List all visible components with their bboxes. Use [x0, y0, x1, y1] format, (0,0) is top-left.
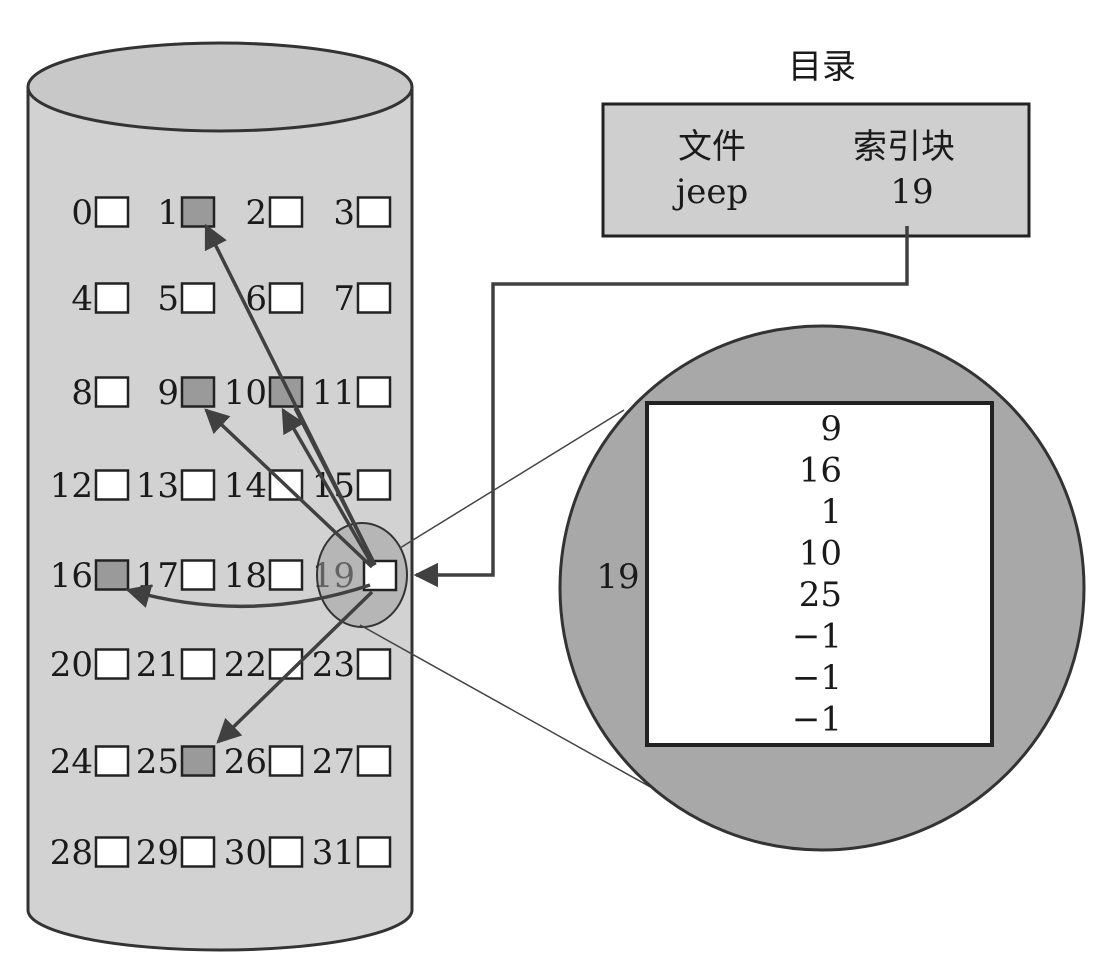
index-entry-0: 9: [820, 409, 842, 449]
block-label-7: 7: [333, 279, 355, 319]
index-entry-4: 25: [799, 575, 842, 615]
block-label-22: 22: [224, 645, 267, 685]
free-block-23: [356, 648, 392, 680]
directory-to-index-arrow: [413, 226, 909, 588]
index-block-highlight-circle: [316, 522, 408, 628]
arrow-to-block-10: [281, 407, 375, 567]
directory-col-file: 文件: [678, 127, 746, 167]
disk-blocks: 0123456789101112131415161718192021222324…: [50, 193, 392, 873]
index-entry-6: −1: [792, 658, 842, 698]
block-label-3: 3: [333, 193, 355, 233]
index-entry-1: 16: [799, 451, 842, 491]
block-label-11: 11: [312, 373, 355, 413]
directory-col-index-block: 索引块: [853, 127, 955, 167]
block-label-6: 6: [245, 279, 267, 319]
free-block-8: [94, 376, 130, 408]
free-block-24: [94, 745, 130, 777]
block-label-14: 14: [224, 466, 267, 506]
arrow-to-block-25: [216, 590, 374, 744]
free-block-18: [268, 559, 304, 591]
zoom-guide-upper: [399, 409, 625, 549]
free-block-4: [94, 282, 130, 314]
free-block-20: [94, 648, 130, 680]
arrow-to-block-9: [204, 408, 374, 569]
used-block-25: [180, 745, 216, 777]
block-label-30: 30: [224, 833, 267, 873]
free-block-29: [180, 836, 216, 868]
arrow-to-block-11-area: [293, 407, 377, 566]
block-label-0: 0: [71, 193, 93, 233]
block-label-16: 16: [50, 556, 93, 596]
index-entry-3: 10: [799, 534, 842, 574]
used-block-16: [94, 559, 130, 591]
used-block-10: [268, 376, 304, 408]
block-label-24: 24: [50, 742, 93, 782]
directory-index-value: 19: [890, 172, 933, 212]
block-label-23: 23: [312, 645, 355, 685]
free-block-12: [94, 469, 130, 501]
block-label-9: 9: [157, 373, 179, 413]
cylinder-top: [26, 41, 414, 133]
block-label-18: 18: [224, 556, 267, 596]
block-label-29: 29: [136, 833, 179, 873]
zoom-block-label: 19: [596, 557, 639, 597]
block-label-21: 21: [136, 645, 179, 685]
free-block-13: [180, 469, 216, 501]
block-label-2: 2: [245, 193, 267, 233]
free-block-17: [180, 559, 216, 591]
index-block-table: [645, 401, 994, 747]
directory-box: [601, 102, 1031, 238]
free-block-31: [356, 836, 392, 868]
block-label-20: 20: [50, 645, 93, 685]
free-block-27: [356, 745, 392, 777]
block-label-17: 17: [136, 556, 179, 596]
free-block-15: [356, 469, 392, 501]
block-label-31: 31: [312, 833, 355, 873]
block-label-5: 5: [157, 279, 179, 319]
block-label-12: 12: [50, 466, 93, 506]
free-block-30: [268, 836, 304, 868]
block-label-4: 4: [71, 279, 93, 319]
pointer-arrows: [125, 223, 377, 744]
index-entry-2: 1: [820, 492, 842, 532]
index-entry-5: −1: [792, 617, 842, 657]
block-label-26: 26: [224, 742, 267, 782]
directory-title: 目录: [788, 47, 856, 87]
block-label-13: 13: [136, 466, 179, 506]
free-block-2: [268, 196, 304, 228]
arrow-to-block-16: [125, 583, 371, 609]
directory-file-name: jeep: [672, 172, 749, 212]
free-block-5: [180, 282, 216, 314]
block-label-10: 10: [224, 373, 267, 413]
free-block-3: [356, 196, 392, 228]
block-label-25: 25: [136, 742, 179, 782]
used-block-9: [180, 376, 216, 408]
free-block-21: [180, 648, 216, 680]
block-label-1: 1: [157, 193, 179, 233]
free-block-7: [356, 282, 392, 314]
used-block-1: [180, 196, 216, 228]
free-block-26: [268, 745, 304, 777]
block-label-27: 27: [312, 742, 355, 782]
block-label-8: 8: [71, 373, 93, 413]
index-entry-7: −1: [792, 700, 842, 740]
free-block-6: [268, 282, 304, 314]
free-block-28: [94, 836, 130, 868]
block-label-28: 28: [50, 833, 93, 873]
free-block-0: [94, 196, 130, 228]
free-block-11: [356, 376, 392, 408]
